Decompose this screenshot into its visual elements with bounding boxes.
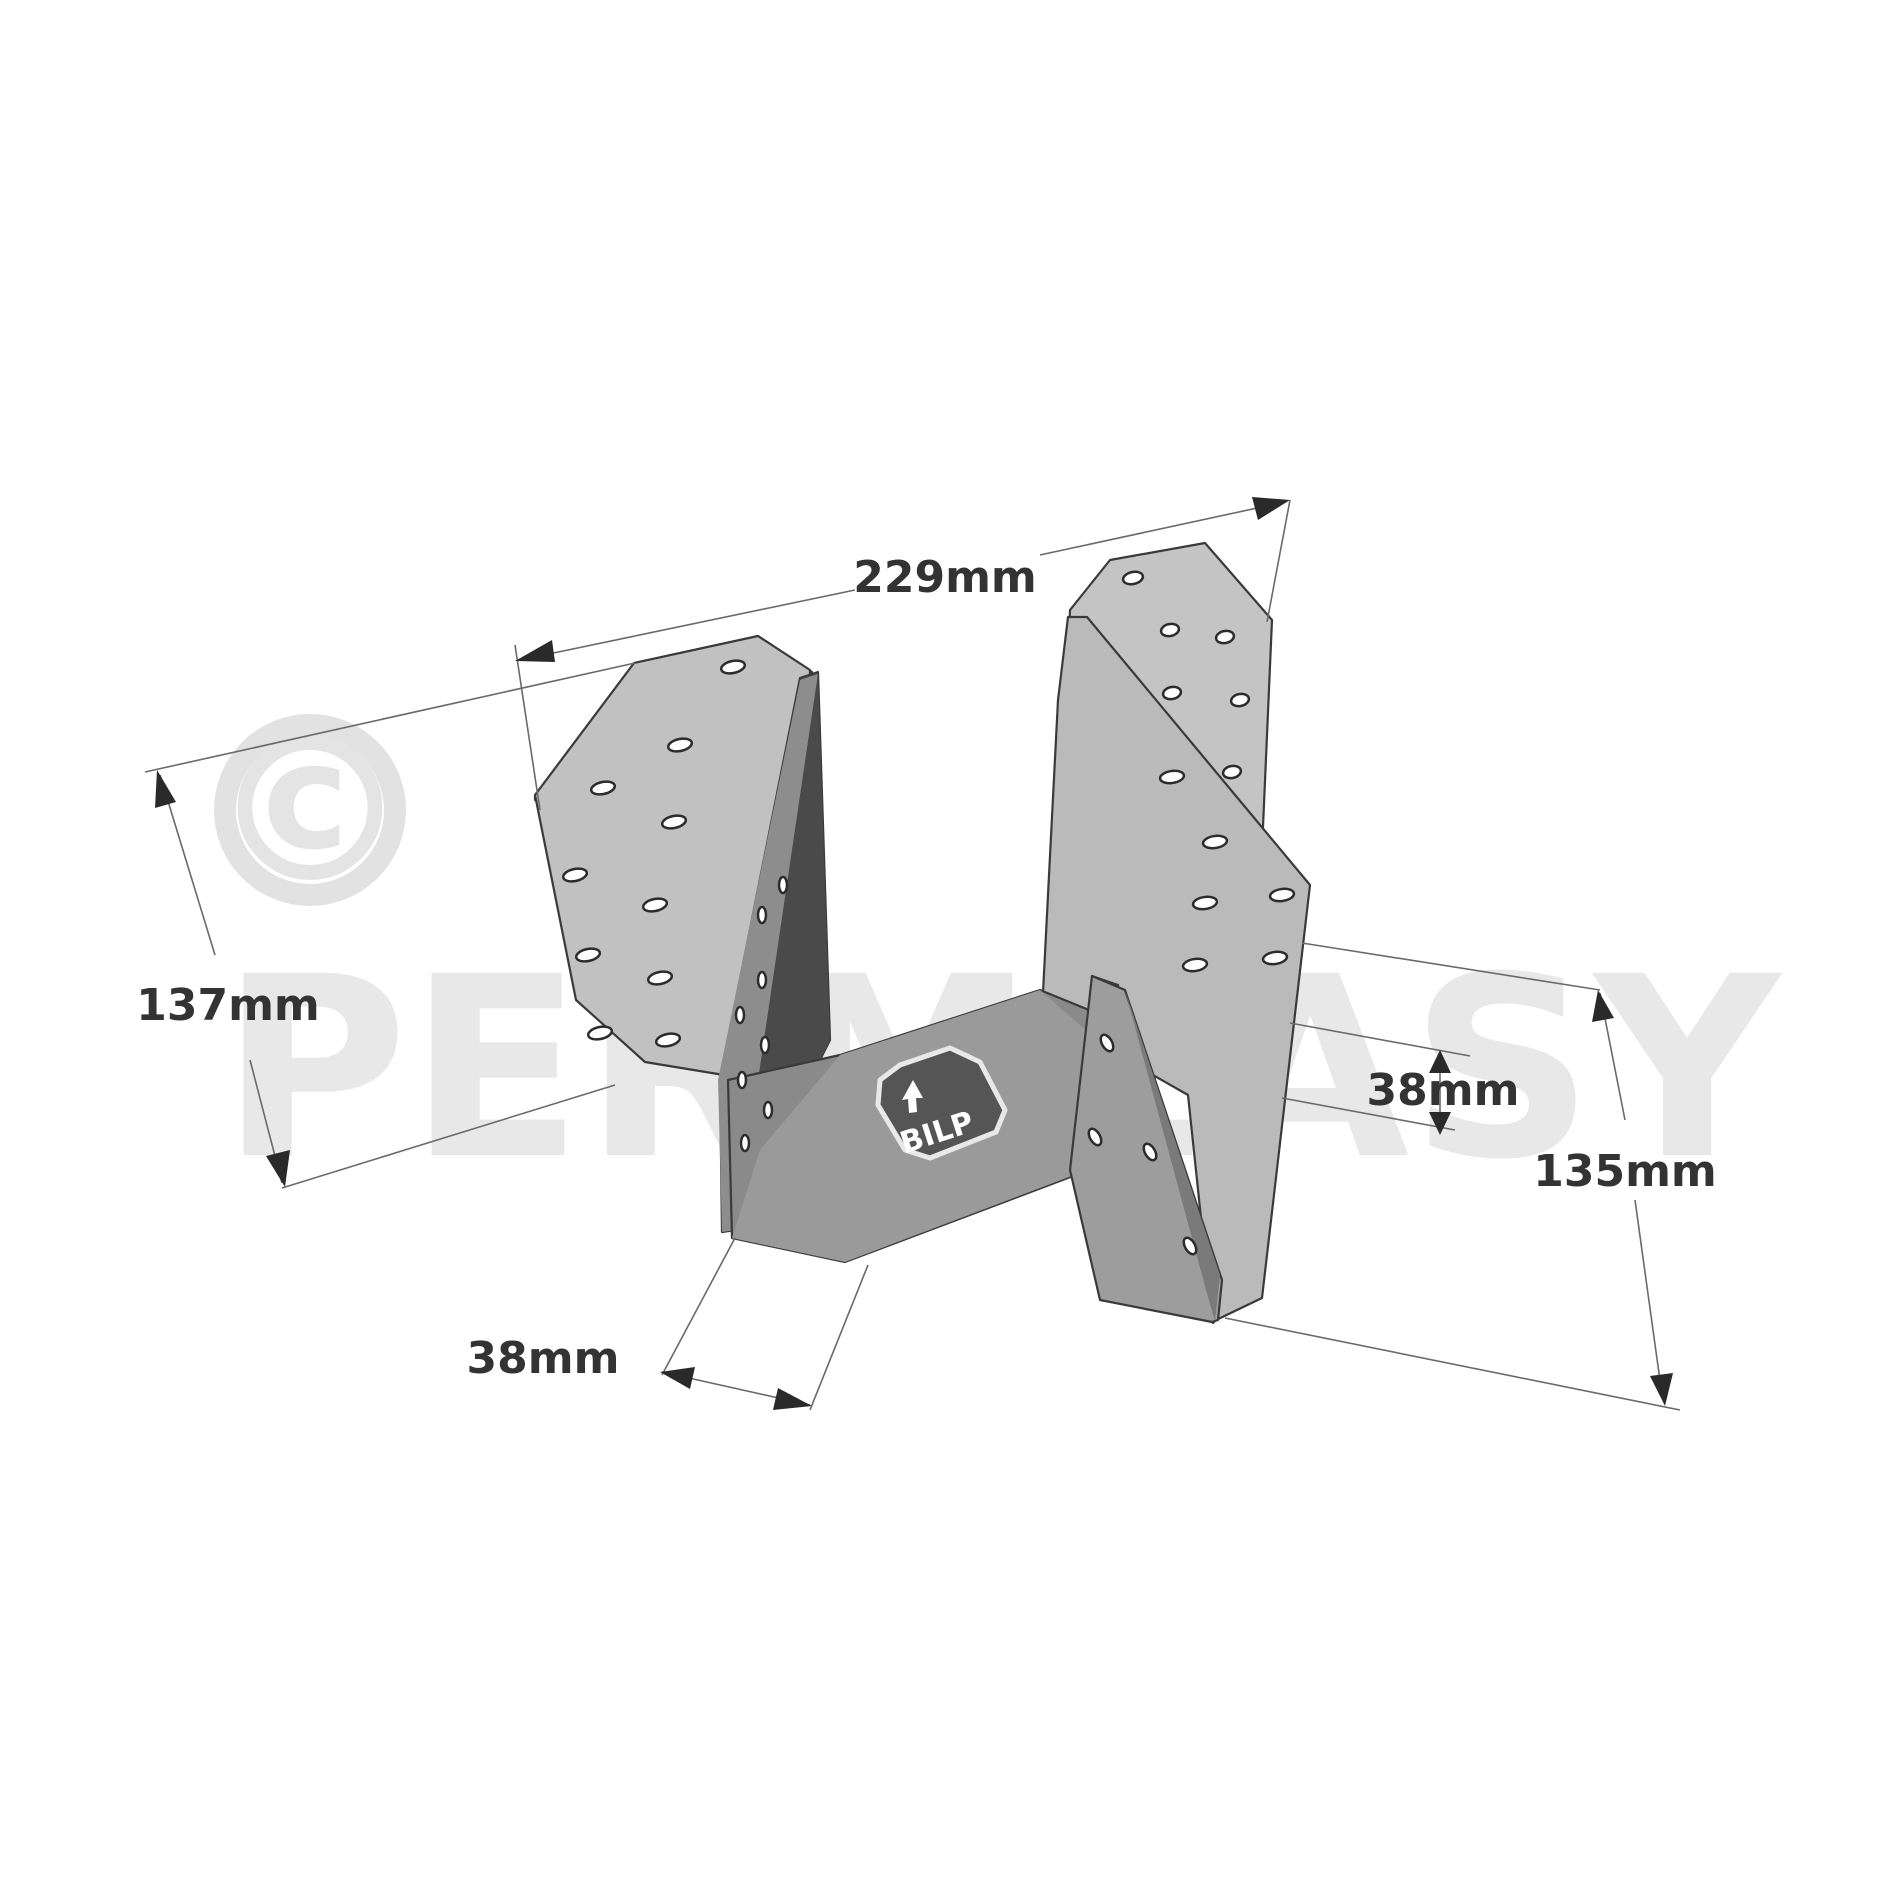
slot (666, 737, 694, 753)
slot (756, 905, 768, 925)
slot (574, 947, 602, 963)
dim-229-arrow-right (1252, 497, 1290, 520)
slot (736, 1070, 748, 1090)
slot (719, 659, 747, 675)
dim-137-arrow-bottom (266, 1150, 290, 1187)
slot (660, 814, 688, 830)
dim-135-extension-bottom (1224, 1317, 1681, 1411)
dim-38b-extension-left (661, 1237, 736, 1376)
slot (1201, 834, 1229, 850)
slot (589, 780, 617, 796)
slot (1221, 764, 1243, 780)
slot (1268, 887, 1296, 903)
dimension-lines: 229mm 137mm 38mm 38mm 135mm (136, 497, 1717, 1411)
dim-135-arrow-top (1592, 990, 1614, 1022)
slot (1158, 769, 1186, 785)
slot (1099, 1033, 1115, 1053)
slot (756, 970, 768, 990)
slot (1161, 685, 1183, 701)
dim-38r-extension-bottom (1281, 1097, 1456, 1131)
slot (1229, 692, 1251, 708)
dim-229-extension-left (514, 644, 541, 811)
dim-229-line-right (1039, 501, 1286, 556)
slot (654, 1032, 682, 1048)
dim-135-extension-top (1301, 942, 1601, 991)
dim-38r-label: 38mm (1367, 1065, 1520, 1116)
dim-135-line-bottom (1634, 1199, 1663, 1396)
slot (777, 875, 789, 895)
dim-135-label: 135mm (1533, 1146, 1717, 1197)
right-back-flange-slots (1121, 570, 1251, 780)
slot (1142, 1142, 1158, 1162)
left-wall-slots (734, 875, 789, 1153)
dim-137-label: 137mm (136, 980, 320, 1031)
dim-229-extension-right (1266, 499, 1291, 623)
dim-229-label: 229mm (853, 552, 1037, 603)
dim-38b-label: 38mm (467, 1333, 620, 1384)
slot (1121, 570, 1145, 586)
slot (1159, 622, 1181, 638)
copyright-symbol: © (210, 695, 410, 928)
slot (759, 1035, 771, 1055)
dim-137-arrow-top (155, 770, 176, 808)
slot (561, 867, 589, 883)
slot (1181, 957, 1209, 973)
slot (734, 1005, 746, 1025)
dim-137-extension-bottom (281, 1084, 616, 1189)
slot (646, 970, 674, 986)
slot (1191, 895, 1219, 911)
dim-38r-arrow-bottom (1429, 1112, 1451, 1135)
slot (762, 1100, 774, 1120)
dim-137-line-top (159, 774, 216, 956)
right-wall-slots (1087, 1033, 1198, 1256)
right-main-flange-slots (1158, 769, 1296, 973)
left-flange-slots (561, 659, 747, 1048)
slot (641, 897, 669, 913)
slot (739, 1133, 751, 1153)
dim-38r-arrow-top (1429, 1050, 1451, 1073)
right-side-wall-shade (1125, 990, 1220, 1321)
slot (1182, 1236, 1198, 1256)
dim-137-extension-top (144, 662, 636, 773)
dim-38b-arrow-right (773, 1388, 812, 1410)
slot (1261, 950, 1289, 966)
up-arrow-icon (902, 1080, 923, 1113)
slot (1214, 629, 1236, 645)
dim-38b-extension-right (809, 1264, 869, 1411)
joist-hanger: BILP (533, 541, 1312, 1325)
dim-38b-arrow-left (660, 1367, 695, 1389)
slot (586, 1025, 614, 1041)
dim-229-arrow-left (515, 640, 555, 662)
bilp-logo-badge (875, 1045, 1008, 1161)
dim-229-line-left (519, 589, 856, 661)
slot (1087, 1127, 1103, 1147)
copyright-circle-icon (214, 714, 406, 906)
dim-135-arrow-bottom (1650, 1373, 1673, 1406)
